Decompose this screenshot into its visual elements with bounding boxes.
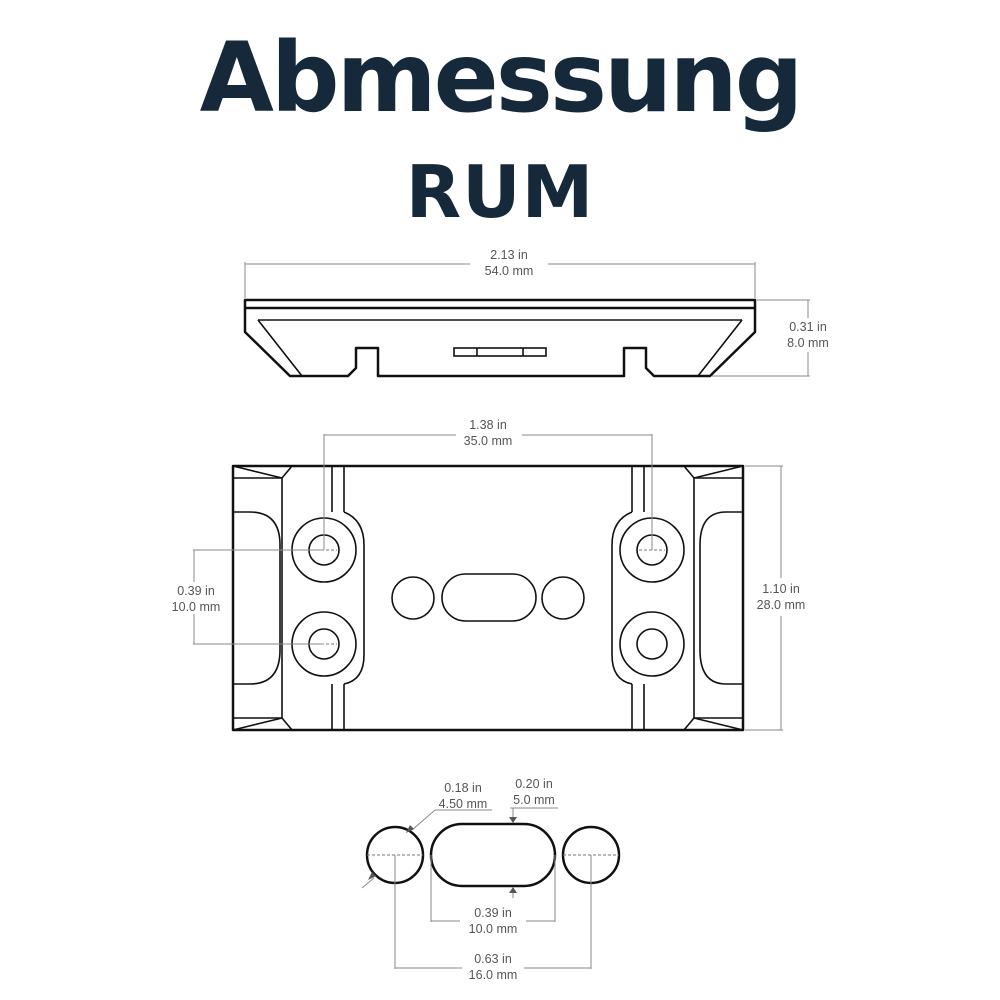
dimension-outer-hole-spacing: 0.63 in 16.0 mm — [394, 855, 592, 982]
dim-width-inch: 2.13 in — [490, 248, 528, 262]
dim-slot-width-inch: 0.20 in — [515, 777, 553, 791]
corner-chamfer — [232, 717, 283, 731]
page-title: Abmessung — [199, 22, 804, 134]
dim-hole-y-inch: 0.39 in — [177, 584, 215, 598]
dim-hole-x-mm: 35.0 mm — [464, 434, 513, 448]
dim-hole-y-mm: 10.0 mm — [172, 600, 221, 614]
dim-height-inch: 1.10 in — [762, 582, 800, 596]
center-left-hole — [391, 576, 435, 620]
right-bottom-counterbore — [619, 611, 685, 677]
dimension-hole-diameter: 0.18 in 4.50 mm — [361, 781, 492, 889]
dimension-thickness: 0.31 in 8.0 mm — [712, 299, 829, 377]
dim-hole-dia-inch: 0.18 in — [444, 781, 482, 795]
dim-slot-length-inch: 0.39 in — [474, 906, 512, 920]
corner-chamfer — [683, 465, 695, 479]
left-inner-rails — [331, 466, 345, 730]
right-end-rail — [693, 477, 743, 719]
top-view — [231, 464, 745, 732]
center-right-hole — [541, 576, 585, 620]
dimension-slot-length: 0.39 in 10.0 mm — [430, 855, 556, 936]
detail-slot — [429, 822, 557, 888]
dim-slot-width-mm: 5.0 mm — [513, 793, 555, 807]
side-view-top-plate — [243, 298, 757, 310]
right-bottom-hole — [636, 628, 668, 660]
dim-height-mm: 28.0 mm — [757, 598, 806, 612]
top-view-outline — [231, 464, 745, 732]
arrowhead — [509, 887, 517, 893]
side-view-chamfer-left — [257, 319, 303, 377]
dim-outer-spacing-inch: 0.63 in — [474, 952, 512, 966]
dimension-slot-width: 0.20 in 5.0 mm — [509, 777, 558, 898]
detail-view — [365, 822, 621, 888]
dim-hole-dia-mm: 4.50 mm — [439, 797, 488, 811]
dim-thickness-mm: 8.0 mm — [787, 336, 829, 350]
center-slot — [441, 573, 537, 622]
arrowhead — [368, 872, 376, 880]
left-boss — [343, 511, 365, 685]
dim-slot-length-mm: 10.0 mm — [469, 922, 518, 936]
dimension-hole-spacing-y: 0.39 in 10.0 mm — [172, 549, 324, 645]
left-end-recess — [233, 511, 281, 685]
arrowhead — [509, 817, 517, 823]
left-end-rail — [233, 477, 283, 719]
corner-chamfer — [281, 465, 293, 479]
dimension-hole-spacing-x: 1.38 in 35.0 mm — [323, 418, 653, 550]
side-view-slot-tab — [453, 347, 547, 357]
corner-chamfer — [693, 717, 744, 731]
right-end-recess — [699, 511, 743, 685]
side-view-chamfer-right — [697, 319, 743, 377]
dim-hole-x-inch: 1.38 in — [469, 418, 507, 432]
dimension-overall-height: 1.10 in 28.0 mm — [745, 465, 806, 731]
side-view-body — [243, 308, 757, 378]
dim-thickness-inch: 0.31 in — [789, 320, 827, 334]
right-boss — [611, 511, 633, 685]
corner-chamfer — [693, 465, 744, 479]
corner-chamfer — [281, 717, 293, 731]
corner-chamfer — [232, 465, 283, 479]
dimension-overall-width: 2.13 in 54.0 mm — [244, 248, 756, 298]
corner-chamfer — [683, 717, 695, 731]
arrowhead — [406, 825, 414, 833]
leader-line — [361, 877, 375, 889]
dim-outer-spacing-mm: 16.0 mm — [469, 968, 518, 982]
side-view — [243, 298, 757, 378]
leader-line — [411, 809, 436, 831]
right-inner-rails — [631, 466, 645, 730]
dim-width-mm: 54.0 mm — [485, 264, 534, 278]
page-subtitle: RUM — [405, 150, 595, 234]
